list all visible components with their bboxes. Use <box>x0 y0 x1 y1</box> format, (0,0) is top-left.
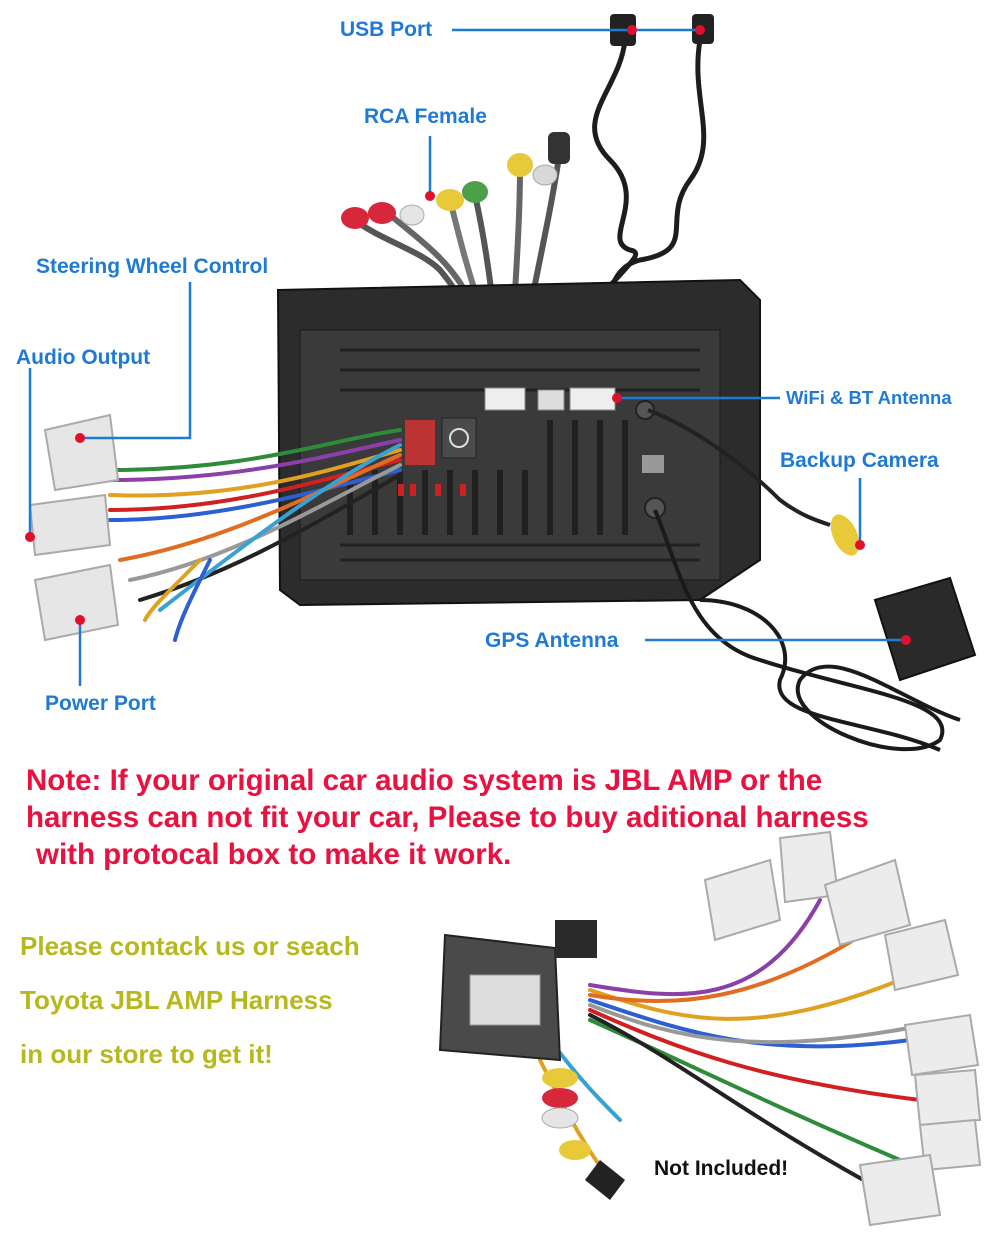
steering-wheel-control-label: Steering Wheel Control <box>36 255 269 278</box>
contact-message: Please contack us or seach Toyota JBL AM… <box>20 928 360 1090</box>
jbl-amp-harness <box>438 830 982 1227</box>
callout-lines <box>28 28 906 686</box>
power-harness-wires <box>108 428 402 642</box>
head-unit <box>276 278 761 607</box>
backup-camera-label: Backup Camera <box>780 449 939 472</box>
contact-line-3: in our store to get it! <box>20 1039 273 1069</box>
contact-line-1: Please contack us or seach <box>20 931 360 961</box>
contact-line-2: Toyota JBL AMP Harness <box>20 985 333 1015</box>
note-line-1: Note: If your original car audio system … <box>26 764 823 797</box>
audio-output-label: Audio Output <box>16 346 151 369</box>
rca-female-label: RCA Female <box>364 105 487 128</box>
gps-antenna-module <box>873 576 977 682</box>
jbl-amp-note: Note: If your original car audio system … <box>26 762 986 873</box>
harness-plugs <box>28 413 120 642</box>
note-line-2: harness can not fit your car, Please to … <box>26 801 869 834</box>
camera-cable <box>647 408 831 527</box>
gps-cable <box>653 509 961 752</box>
power-port-label: Power Port <box>45 692 156 715</box>
not-included-label: Not Included! <box>654 1157 789 1180</box>
rca-plugs <box>341 132 570 229</box>
callout-dots <box>25 25 911 645</box>
note-line-3: with protocal box to make it work. <box>36 838 512 871</box>
usb-port-label: USB Port <box>340 18 433 41</box>
wifi-bt-antenna-label: WiFi & BT Antenna <box>786 387 952 408</box>
camera-rca-plug <box>830 514 860 556</box>
gps-antenna-label: GPS Antenna <box>485 629 619 652</box>
